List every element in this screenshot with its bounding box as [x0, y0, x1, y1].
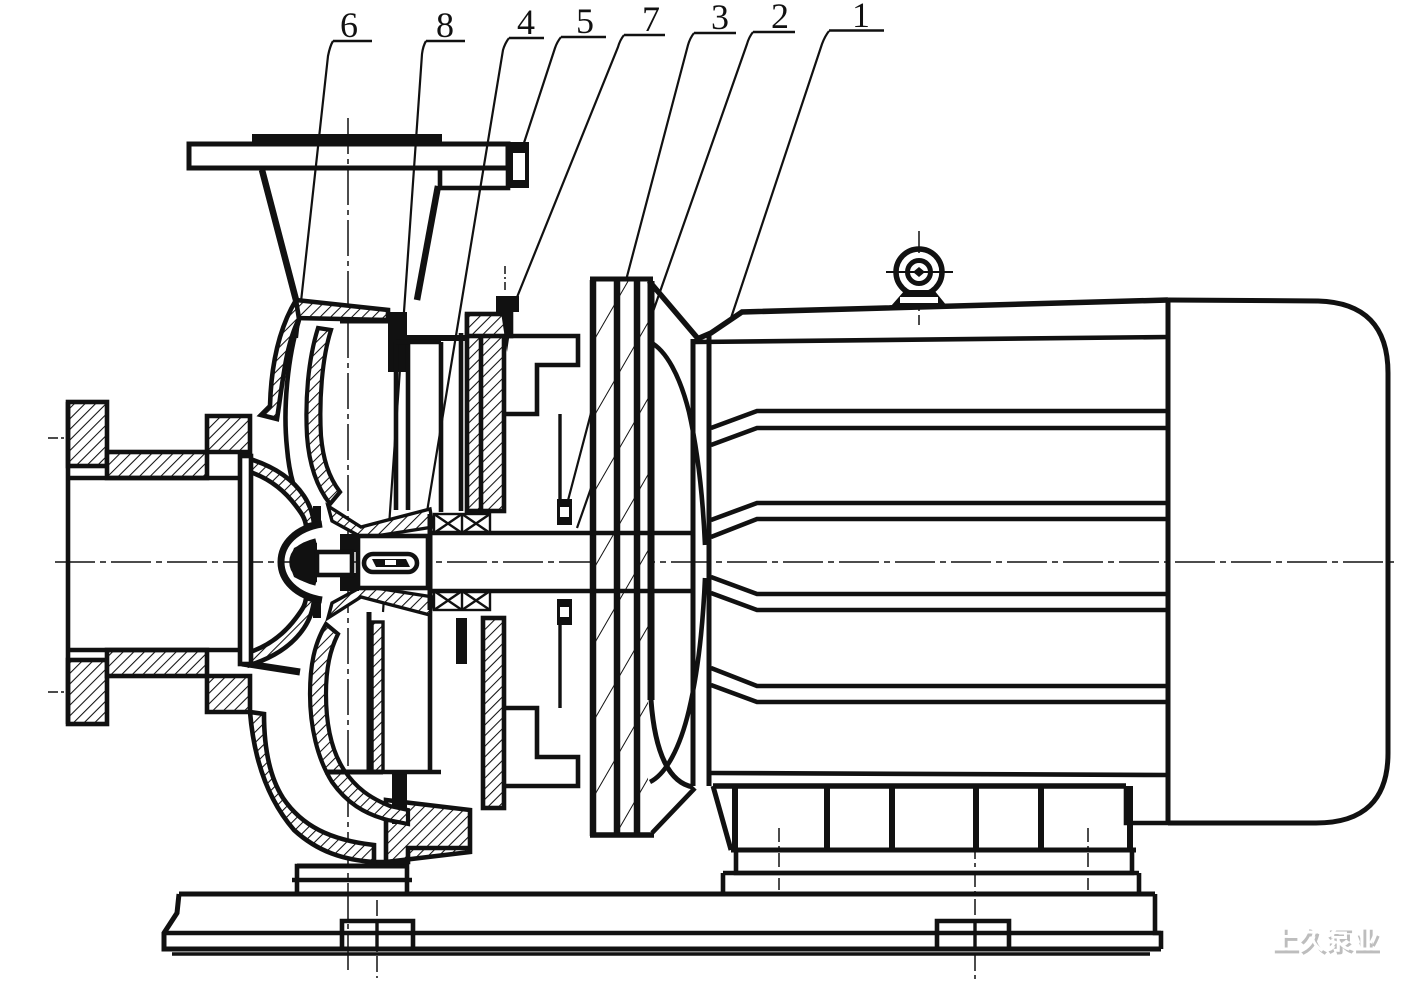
svg-text:6: 6	[340, 5, 358, 45]
svg-text:1: 1	[852, 0, 870, 35]
svg-text:4: 4	[517, 2, 535, 42]
svg-text:上久泵业: 上久泵业	[1274, 928, 1382, 958]
svg-text:2: 2	[771, 0, 789, 36]
svg-text:8: 8	[436, 5, 454, 45]
svg-text:5: 5	[576, 1, 594, 41]
svg-text:3: 3	[711, 0, 729, 37]
svg-text:7: 7	[642, 0, 660, 39]
svg-text:上久泵业: 上久泵业	[1271, 925, 1379, 955]
